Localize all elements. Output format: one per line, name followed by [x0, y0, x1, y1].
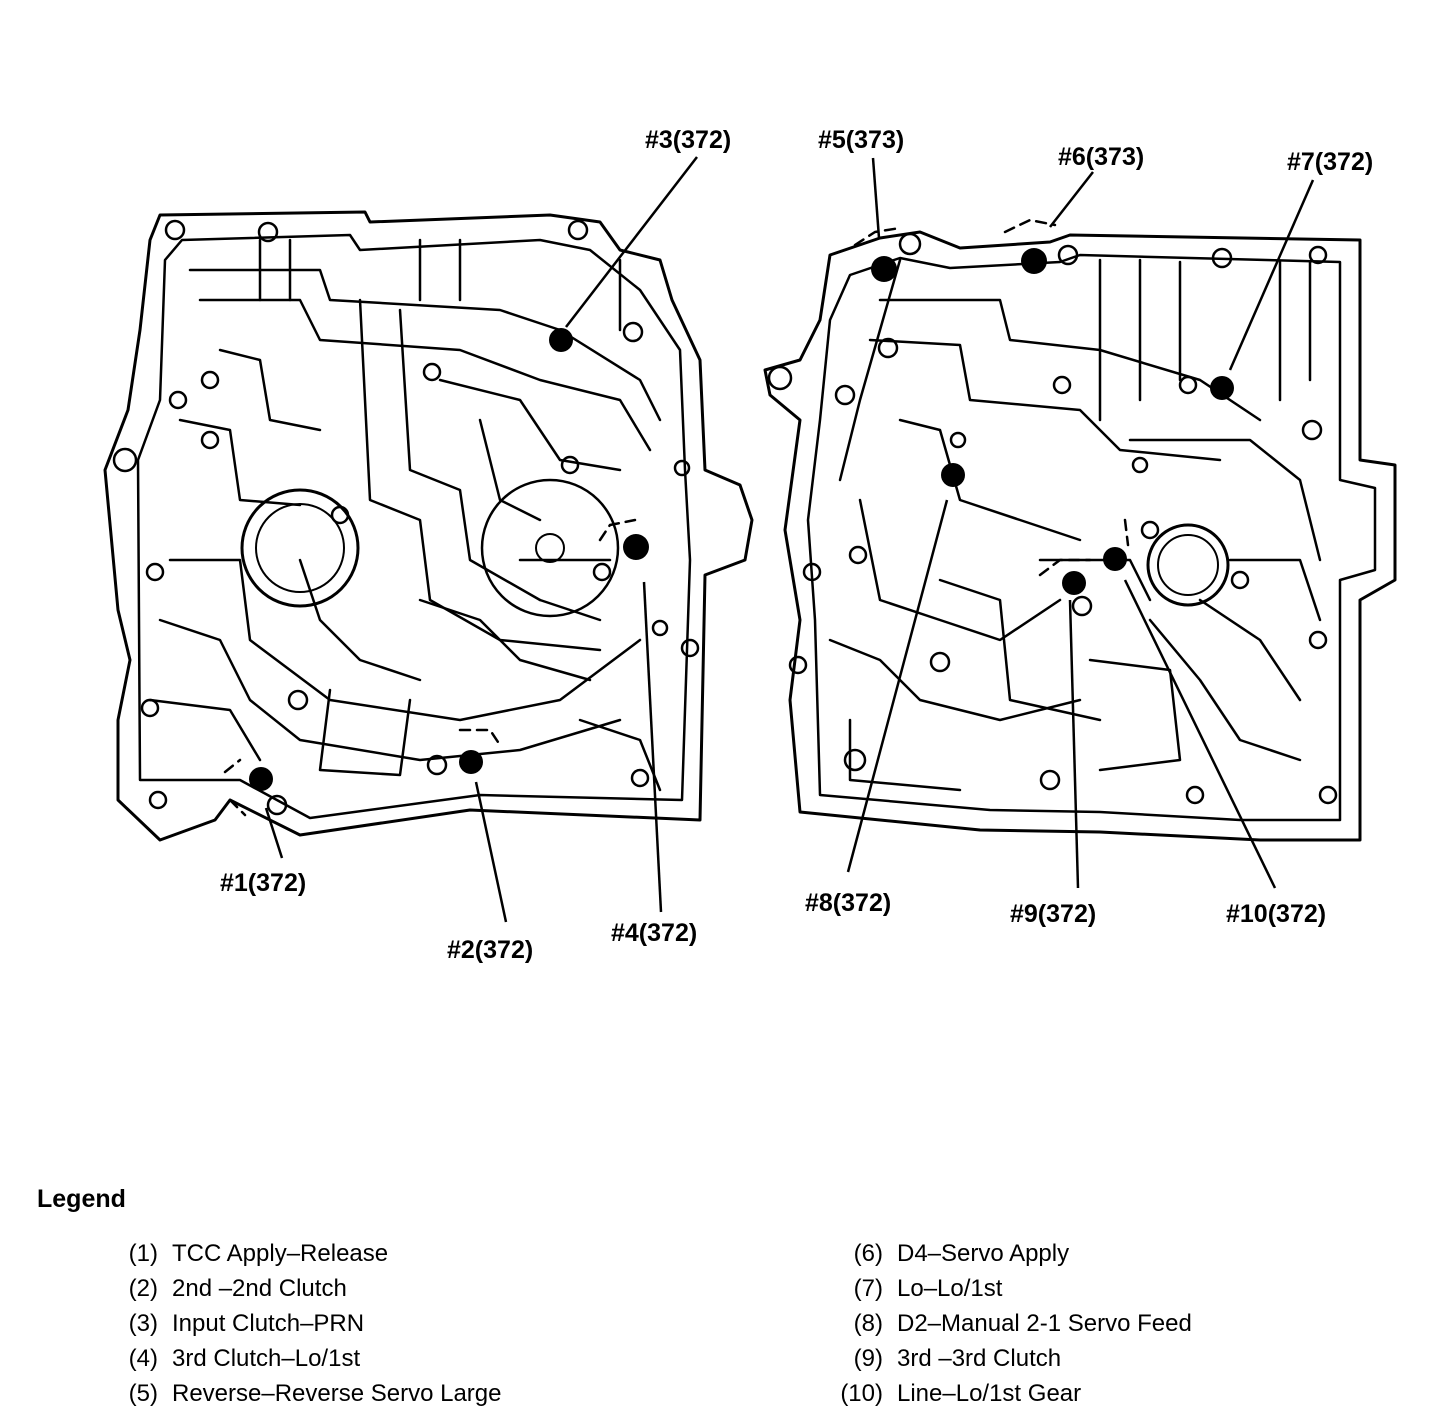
check-ball-1	[249, 767, 273, 791]
legend-item-number: (2)	[128, 1275, 158, 1302]
leader-line-1	[264, 807, 284, 859]
right-valve-body-outline	[763, 230, 1397, 842]
callout-label-8: #8(372)	[805, 889, 891, 917]
callout-label-9: #9(372)	[1010, 900, 1096, 928]
legend-item-text: Lo–Lo/1st	[897, 1275, 1003, 1302]
check-ball-7	[1210, 376, 1234, 400]
check-ball-5	[871, 256, 897, 282]
legend-item: (10) Line–Lo/1st Gear	[825, 1376, 1192, 1411]
check-ball-10	[1103, 547, 1127, 571]
check-ball-2	[459, 750, 483, 774]
callout-label-5: #5(373)	[818, 126, 904, 154]
legend-item-number: (8)	[853, 1310, 883, 1337]
callout-label-6: #6(373)	[1058, 143, 1144, 171]
leader-line-9	[1068, 599, 1080, 889]
leader-line-3	[565, 156, 698, 328]
leader-line-6	[1049, 171, 1094, 228]
legend-item-number: (7)	[853, 1275, 883, 1302]
legend-item: (6) D4–Servo Apply	[825, 1236, 1192, 1271]
legend-item-text: 3rd Clutch–Lo/1st	[172, 1345, 361, 1372]
legend-item-number: (6)	[853, 1240, 883, 1267]
legend-item-number: (9)	[853, 1345, 883, 1372]
leader-line-5	[871, 157, 881, 239]
callout-label-10: #10(372)	[1226, 900, 1326, 928]
left-valve-body-outline	[103, 210, 754, 842]
legend-column-left: (1) TCC Apply–Release (2) 2nd –2nd Clutc…	[100, 1236, 502, 1411]
check-ball-9	[1062, 571, 1086, 595]
legend-item-text: D2–Manual 2-1 Servo Feed	[897, 1310, 1192, 1337]
legend-item-text: 2nd –2nd Clutch	[172, 1275, 347, 1302]
callout-label-3: #3(372)	[645, 126, 731, 154]
legend-item-number: (4)	[128, 1345, 158, 1372]
legend-item: (8) D2–Manual 2-1 Servo Feed	[825, 1306, 1192, 1341]
legend-item-text: Line–Lo/1st Gear	[897, 1380, 1082, 1407]
callout-label-7: #7(372)	[1287, 148, 1373, 176]
leader-line-8	[846, 499, 949, 873]
legend-item-text: Input Clutch–PRN	[172, 1310, 365, 1337]
check-ball-8	[941, 463, 965, 487]
check-ball-3	[549, 328, 573, 352]
legend-item-number: (5)	[128, 1380, 158, 1407]
legend-item-number: (1)	[128, 1240, 158, 1267]
legend-column-right: (6) D4–Servo Apply (7) Lo–Lo/1st (8) D2–…	[825, 1236, 1192, 1411]
legend-item: (9) 3rd –3rd Clutch	[825, 1341, 1192, 1376]
legend-item: (1) TCC Apply–Release	[100, 1236, 502, 1271]
legend-title: Legend	[37, 1185, 126, 1213]
legend-item-text: D4–Servo Apply	[897, 1240, 1070, 1267]
legend-item: (2) 2nd –2nd Clutch	[100, 1271, 502, 1306]
legend-item: (7) Lo–Lo/1st	[825, 1271, 1192, 1306]
legend-item: (5) Reverse–Reverse Servo Large	[100, 1376, 502, 1411]
legend-item-text: TCC Apply–Release	[172, 1240, 389, 1267]
legend-item-text: Reverse–Reverse Servo Large	[172, 1380, 502, 1407]
check-ball-6	[1021, 248, 1047, 274]
callout-label-4: #4(372)	[611, 919, 697, 947]
leader-line-7	[1228, 179, 1315, 371]
legend-item-number: (3)	[128, 1310, 158, 1337]
leader-line-2	[474, 781, 508, 923]
callout-label-1: #1(372)	[220, 869, 306, 897]
legend-item-number: (10)	[840, 1380, 883, 1407]
legend-item-text: 3rd –3rd Clutch	[897, 1345, 1062, 1372]
leader-line-4	[642, 581, 663, 913]
callout-label-2: #2(372)	[447, 936, 533, 964]
legend-item: (3) Input Clutch–PRN	[100, 1306, 502, 1341]
valve-body-diagram: #1(372) #2(372) #3(372) #4(372) #5(373) …	[103, 126, 1397, 964]
legend-item: (4) 3rd Clutch–Lo/1st	[100, 1341, 502, 1376]
check-ball-4	[623, 534, 649, 560]
leader-line-10	[1123, 579, 1277, 889]
